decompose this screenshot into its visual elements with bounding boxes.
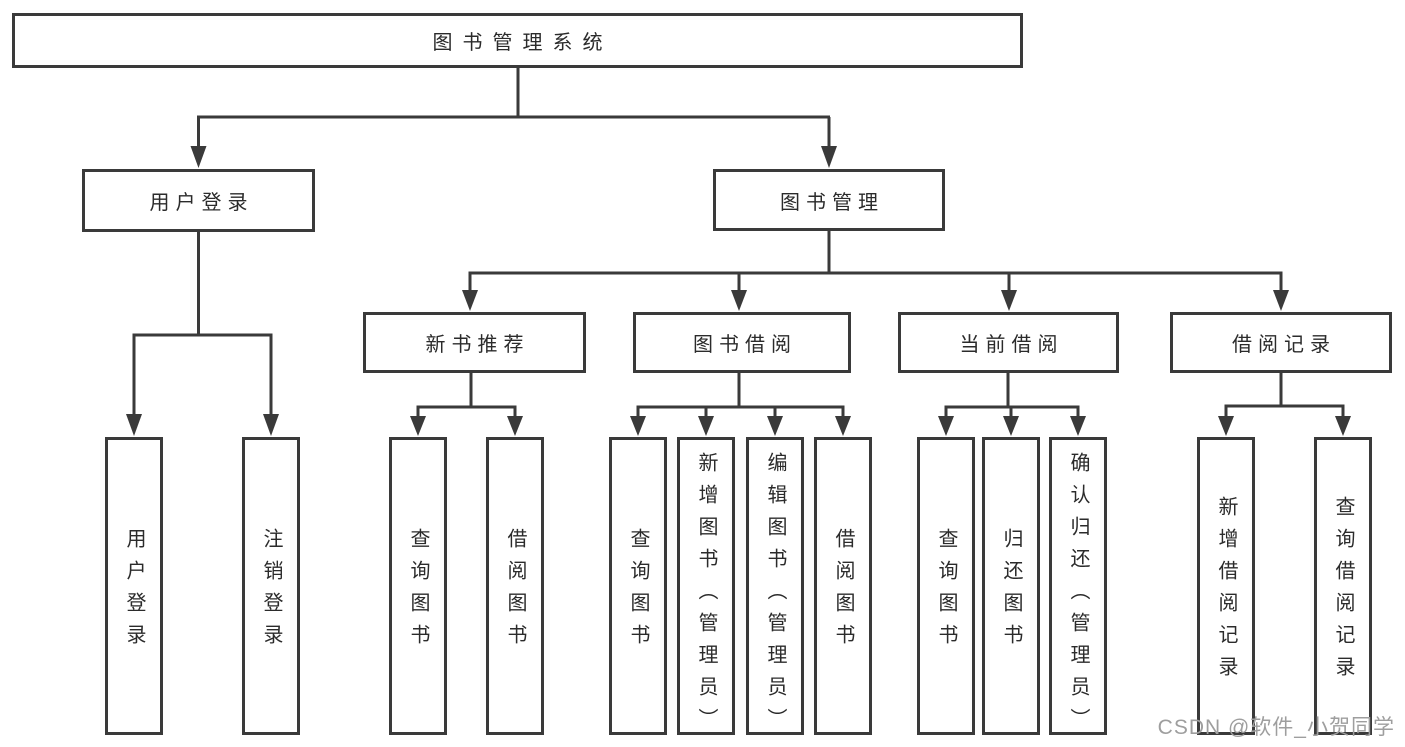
node-library-management-system: 图书管理系统	[12, 13, 1023, 68]
leaf-query-books-borrow: 查询图书	[609, 437, 667, 735]
node-book-management: 图书管理	[713, 169, 945, 231]
node-new-book-recommend: 新书推荐	[363, 312, 586, 373]
leaf-borrow-books: 借阅图书	[814, 437, 872, 735]
leaf-query-books-current: 查询图书	[917, 437, 975, 735]
leaf-query-borrow-record: 查询借阅记录	[1314, 437, 1372, 735]
leaf-user-login: 用户登录	[105, 437, 163, 735]
leaf-add-borrow-record: 新增借阅记录	[1197, 437, 1255, 735]
csdn-watermark: CSDN @软件_小贺同学	[1157, 716, 1395, 739]
leaf-add-books-admin: 新增图书（管理员）	[677, 437, 735, 740]
leaf-logout: 注销登录	[242, 437, 300, 735]
leaf-query-books-recommend: 查询图书	[389, 437, 447, 735]
leaf-return-books: 归还图书	[982, 437, 1040, 735]
leaf-edit-books-admin: 编辑图书（管理员）	[746, 437, 804, 740]
leaf-borrow-books-recommend: 借阅图书	[486, 437, 544, 735]
node-borrow-records: 借阅记录	[1170, 312, 1392, 373]
node-user-login: 用户登录	[82, 169, 315, 232]
node-current-borrow: 当前借阅	[898, 312, 1119, 373]
leaf-confirm-return-admin: 确认归还（管理员）	[1049, 437, 1107, 740]
node-book-borrow: 图书借阅	[633, 312, 851, 373]
